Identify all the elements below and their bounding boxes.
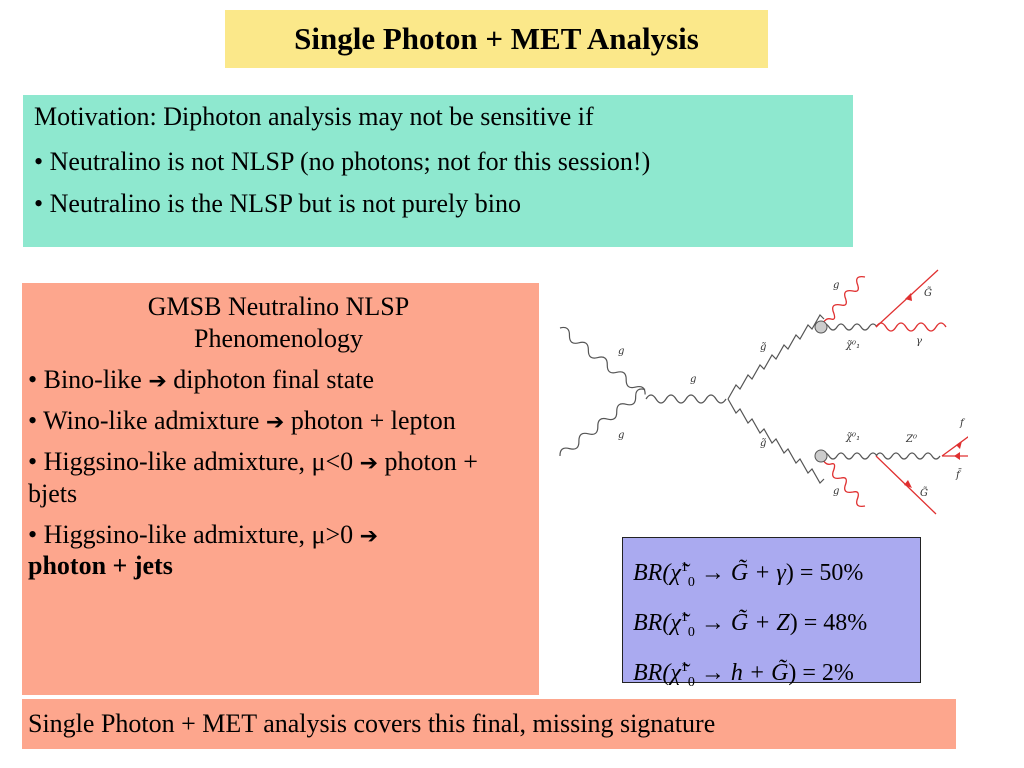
label-g-in-bottom: g <box>618 430 624 441</box>
phenomenology-item: • Higgsino-like admixture, μ<0 ➔ photon … <box>28 446 529 510</box>
label-gluino-bottom: g̃ <box>760 438 766 449</box>
label-g-out-bottom: g <box>833 486 839 497</box>
gluon-in-bottom <box>559 388 646 457</box>
motivation-bullet: • Neutralino is not NLSP (no photons; no… <box>34 147 651 177</box>
phenomenology-title: GMSB Neutralino NLSP Phenomenology <box>28 291 529 354</box>
gluon-out-top <box>820 275 866 328</box>
motivation-box: Motivation: Diphoton analysis may not be… <box>23 95 853 247</box>
vertex-top <box>814 320 828 334</box>
neutralino-bottom <box>820 452 878 460</box>
motivation-intro: Motivation: Diphoton analysis may not be… <box>34 102 594 131</box>
label-g-out-top: g <box>833 280 839 291</box>
label-gravitino-top: G̃ <box>924 287 932 299</box>
label-chi-bottom: χ̃⁰₁ <box>845 432 860 443</box>
gluon-out-bottom <box>820 455 866 508</box>
right-arrow-icon: ➔ <box>265 410 285 436</box>
slide-title-text: Single Photon + MET Analysis <box>294 21 699 56</box>
motivation-bullet: • Neutralino is the NLSP but is not pure… <box>34 189 521 219</box>
vertex-bottom <box>814 449 828 463</box>
branching-ratio-box: BR(χ̃10 → G̃ + γ) = 50% BR(χ̃10 → G̃ + Z… <box>622 537 921 689</box>
phenomenology-title-line: Phenomenology <box>194 323 363 353</box>
phenomenology-box: GMSB Neutralino NLSP Phenomenology • Bin… <box>22 283 539 695</box>
summary-text: Single Photon + MET analysis covers this… <box>28 709 716 738</box>
branching-ratio-line: BR(χ̃10 → h + G̃) = 2% <box>633 659 854 690</box>
feynman-diagram: g g g g̃ g̃ g g χ̃⁰₁ χ̃⁰₁ G̃ G̃ γ Z⁰ f f… <box>559 269 968 515</box>
branching-ratio-line: BR(χ̃10 → G̃ + γ) = 50% <box>633 560 864 590</box>
label-g-mid: g <box>690 374 696 385</box>
label-z: Z⁰ <box>905 434 917 445</box>
phenomenology-item: • Bino-like ➔ diphoton final state <box>28 364 529 396</box>
label-gluino-top: g̃ <box>760 342 766 353</box>
photon-line <box>875 322 947 332</box>
label-gravitino-bottom: G̃ <box>920 487 928 499</box>
z-boson <box>875 452 941 460</box>
item-text: photon + lepton <box>284 406 456 436</box>
label-gamma: γ <box>916 336 922 347</box>
phenomenology-item: • Higgsino-like admixture, μ>0 ➔ photon +… <box>28 519 529 583</box>
right-arrow-icon: ➔ <box>148 369 167 395</box>
item-text: • Higgsino-like admixture, μ>0 <box>28 519 360 549</box>
neutralino-top <box>820 323 878 331</box>
right-arrow-icon: ➔ <box>359 451 379 477</box>
branching-ratio-line: BR(χ̃10 → G̃ + Z) = 48% <box>633 609 868 640</box>
fermion-line <box>941 436 968 457</box>
label-f: f <box>959 418 966 429</box>
gluino-top <box>727 314 825 400</box>
label-g-in-top: g <box>618 346 624 357</box>
phenomenology-title-line: GMSB Neutralino NLSP <box>147 292 410 321</box>
phenomenology-item: • Wino-like admixture ➔ photon + lepton <box>28 405 529 437</box>
item-text: • Higgsino-like admixture, μ<0 <box>28 447 360 477</box>
item-text: • Bino-like <box>28 365 149 395</box>
gluino-bottom <box>727 398 825 484</box>
gluon-propagator <box>645 394 727 404</box>
summary-box: Single Photon + MET analysis covers this… <box>22 699 956 749</box>
right-arrow-icon: ➔ <box>359 523 379 549</box>
label-fbar: f̄ <box>955 469 962 481</box>
item-text: photon + bjets <box>28 447 478 508</box>
label-chi-top: χ̃⁰₁ <box>845 340 860 351</box>
item-text-bold: photon + jets <box>28 551 173 581</box>
item-text: diphoton final state <box>166 365 375 395</box>
slide-title: Single Photon + MET Analysis <box>225 10 768 68</box>
gluon-in-top <box>559 326 646 395</box>
item-text: • Wino-like admixture <box>28 406 266 436</box>
